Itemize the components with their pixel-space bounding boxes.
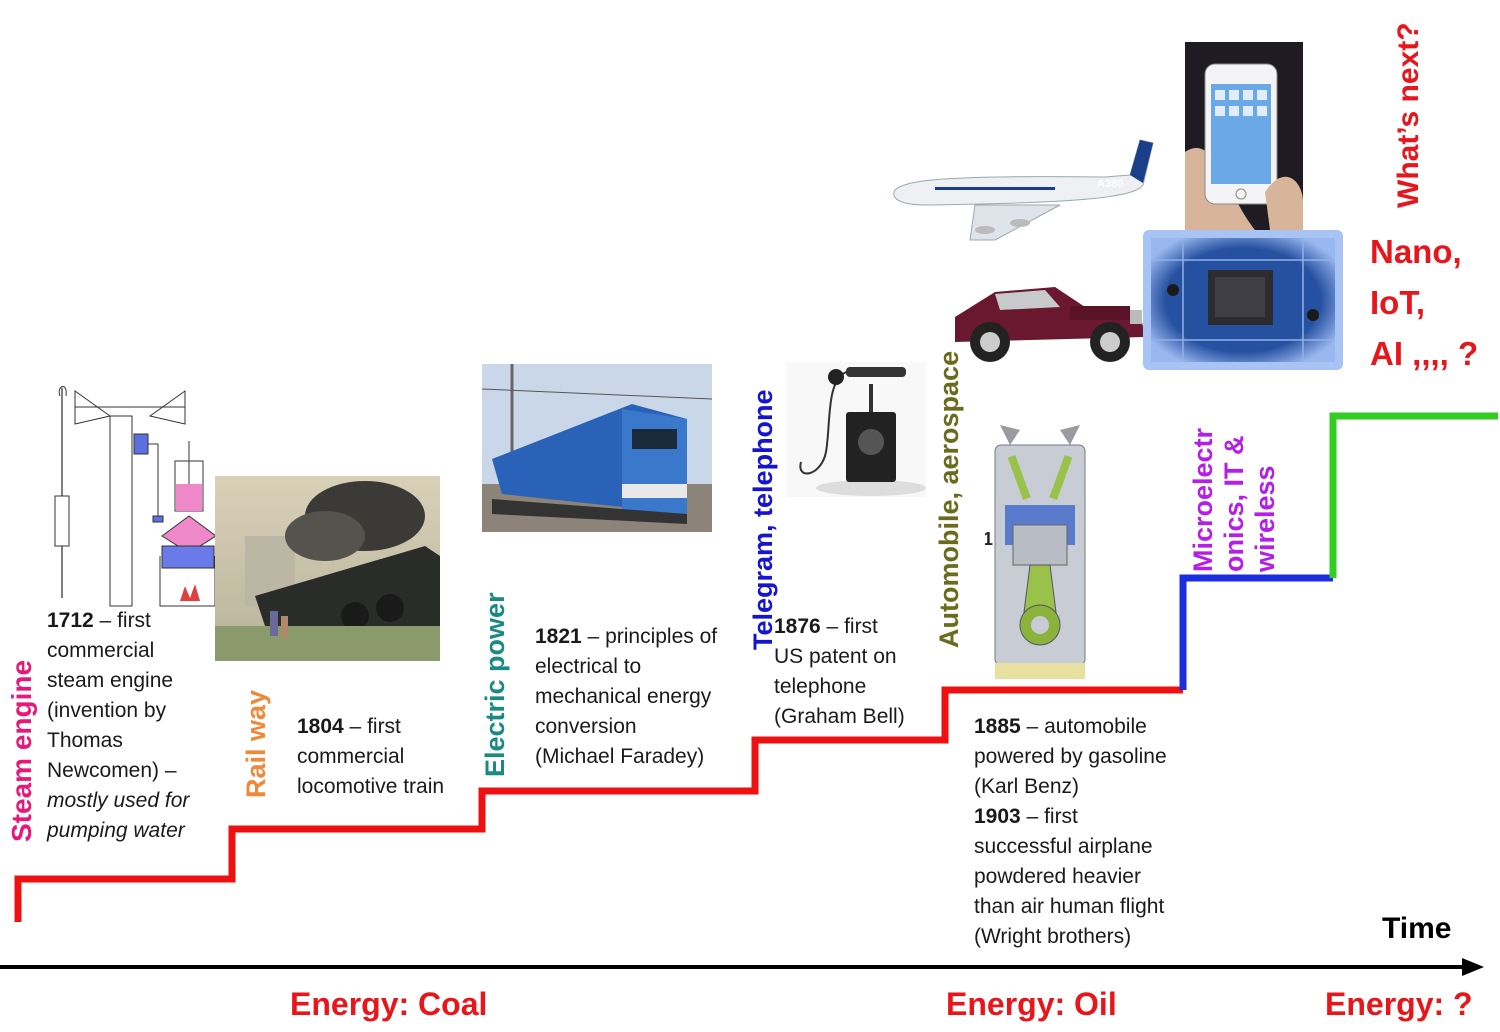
electric-power-description: 1821 – principles of electrical to mecha… [535,622,760,772]
steam-locomotive-photo [215,476,440,661]
desc-line: successful airplane [974,835,1153,858]
stage-label-microelectronics: Microelectr onics, IT & wireless [1188,428,1281,572]
coal-oil-step-line [14,686,1183,922]
vintage-car-photo [955,287,1145,362]
desc-line: steam engine [47,669,174,692]
microchip-photo [1143,230,1343,370]
stage-label-steam-engine: Steam engine [6,659,37,842]
candlestick-telephone-photo [786,362,926,497]
desc-line: powdered heavier [974,865,1141,888]
desc-line: (invention by [47,699,167,722]
time-axis-label: Time [1382,912,1452,945]
micro-label-line: Microelectr [1188,427,1218,572]
desc-line: mechanical energy [535,685,712,708]
desc-line: Newcomen) – [47,759,177,782]
whats-next-list: Nano, IoT, AI ,,,, ? [1370,226,1478,379]
energy-coal-label: Energy: Coal [290,986,488,1022]
energy-next-label: Energy: ? [1325,986,1473,1022]
whats-next-label: What’s next? [1392,22,1425,208]
steam-engine-description: 1712 – first commercial steam engine (in… [47,606,232,846]
engine-part-label: 1 [985,529,993,549]
year-1885: 1885 [974,715,1021,738]
automobile-description: 1885 – automobile powered by gasoline (K… [974,712,1214,952]
desc-line: – principles of [581,625,718,648]
desc-line: locomotive train [297,775,445,798]
micro-label-line: onics, IT & [1219,435,1249,572]
desc-line: – automobile [1020,715,1147,738]
electric-train-photo [482,364,712,532]
desc-line: Thomas [47,729,123,752]
next-item-nano: Nano, [1370,233,1462,270]
year-1804: 1804 [297,715,344,738]
stage-label-rail-way: Rail way [241,689,271,798]
plane-text: A380 [1097,178,1123,190]
desc-line: commercial [47,639,155,662]
smartphone-photo [1185,42,1303,230]
desc-line: (Wright brothers) [974,925,1132,948]
year-1876: 1876 [774,615,821,638]
steam-engine-diagram [54,386,215,607]
desc-line: than air human flight [974,895,1165,918]
stage-label-automobile-aerospace: Automobile, aerospace [934,350,964,648]
next-step-line [1329,412,1498,578]
desc-line: telephone [774,675,867,698]
airbus-a380-photo: A380 [893,139,1154,241]
desc-line: electrical to [535,655,642,678]
desc-line: – first [820,615,878,638]
rail-way-description: 1804 – first commercial locomotive train [297,712,482,802]
desc-line: (Michael Faradey) [535,745,705,768]
energy-oil-label: Energy: Oil [946,986,1117,1022]
telephone-description: 1876 – first US patent on telephone (Gra… [774,612,939,732]
stage-label-electric-power: Electric power [480,592,510,777]
desc-line: – first [343,715,401,738]
desc-line: commercial [297,745,405,768]
desc-line: US patent on [774,645,897,668]
next-item-ai: AI ,,,, ? [1370,335,1479,372]
microelectronics-step-line [1179,574,1333,690]
time-axis-arrowhead [1462,958,1484,976]
desc-line: – first [1020,805,1078,828]
next-item-iot: IoT, [1370,284,1425,321]
desc-line: powered by gasoline [974,745,1167,768]
stage-label-telegram-telephone: Telegram, telephone [748,389,778,650]
desc-line-italic: pumping water [47,819,185,842]
year-1903: 1903 [974,805,1021,828]
year-1712: 1712 [47,609,94,632]
desc-line-italic: mostly used for [47,789,190,812]
desc-line: conversion [535,715,637,738]
micro-label-line: wireless [1250,465,1280,572]
desc-line: – first [93,609,151,632]
desc-line: (Graham Bell) [774,705,905,728]
year-1821: 1821 [535,625,582,648]
desc-line: (Karl Benz) [974,775,1080,798]
engine-cutaway-diagram: 1 [985,425,1086,679]
